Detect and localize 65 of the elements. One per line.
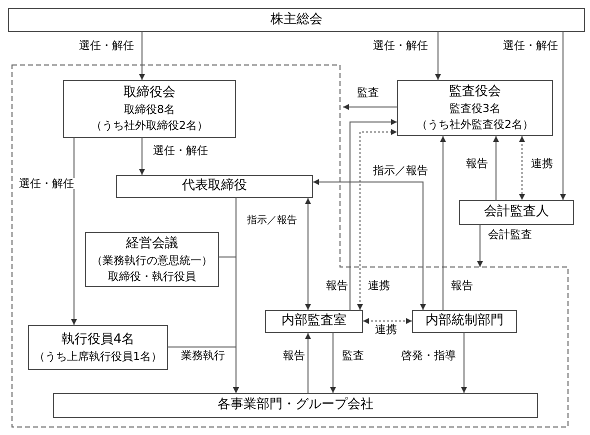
arrow (440, 136, 446, 310)
dotted-arrow (357, 129, 398, 310)
box-title: 監査役会 (449, 84, 501, 100)
edge-label: 指示／報告 (372, 165, 429, 176)
arrow (477, 224, 483, 268)
box-note: （うち上席執行役員1名） (34, 350, 162, 364)
org-box (265, 310, 363, 333)
arrow (139, 32, 145, 80)
arrow (71, 138, 77, 326)
arrow (435, 32, 441, 80)
arrow (350, 119, 398, 310)
edge-label: 指示／報告 (246, 216, 298, 226)
org-box (53, 393, 538, 418)
edge-label: 連携 (374, 324, 398, 335)
org-box (412, 310, 517, 333)
box-title: 会計監査人 (484, 204, 549, 221)
arrow (493, 136, 499, 200)
org-box (116, 175, 313, 198)
edge-label: 選任・解任 (372, 40, 429, 51)
edge-label: 報告 (465, 158, 489, 169)
arrow (305, 198, 311, 310)
box-title: 内部統制部門 (426, 313, 504, 330)
box-note: （うち社外監査役2名） (416, 118, 534, 132)
edge-label: 報告 (282, 350, 306, 361)
arrow (305, 332, 311, 394)
dotted-arrow (519, 136, 525, 200)
edge-label: 連携 (367, 280, 391, 291)
arrow (560, 32, 566, 200)
org-box (28, 325, 168, 370)
arrow (168, 346, 239, 394)
arrow (330, 332, 336, 394)
box-note: （うち社外取締役2名） (91, 119, 208, 133)
org-box (397, 80, 553, 136)
edge-label: 監査 (356, 87, 380, 98)
org-box (63, 80, 236, 138)
edge-label: 選任・解任 (18, 178, 75, 189)
edge-label: 選任・解任 (152, 145, 209, 156)
edge-label: 業務執行 (180, 350, 226, 361)
dotted-arrow (362, 318, 412, 324)
box-title: 各事業部門・グループ会社 (218, 397, 374, 414)
edge-label: 連携 (530, 158, 554, 169)
org-box (85, 232, 219, 287)
edge-label: 会計監査 (487, 229, 533, 240)
edge-label: 選任・解任 (78, 40, 135, 51)
box-title: 執行役員4名 (61, 332, 135, 348)
edge-label: 啓発・指導 (400, 350, 457, 361)
box-title: 代表取締役 (182, 178, 247, 195)
edge-label: 報告 (450, 280, 474, 291)
box-title: 内部監査室 (282, 313, 346, 330)
edge-label: 選任・解任 (502, 40, 559, 51)
arrow (139, 138, 145, 176)
box-note: 取締役・執行役員 (108, 270, 196, 284)
arrow (312, 179, 426, 310)
box-note: （業務執行の意思統一） (92, 254, 212, 268)
box-note: 監査役3名 (450, 102, 500, 116)
arrow (461, 332, 467, 394)
arrow (342, 104, 398, 110)
edge-label: 報告 (325, 280, 349, 291)
box-title: 株主総会 (270, 12, 322, 28)
org-box (8, 8, 585, 32)
edge-label: 監査 (341, 350, 365, 361)
box-title: 経営会議 (126, 236, 178, 252)
box-note: 取締役8名 (124, 103, 175, 118)
org-box (459, 200, 574, 225)
box-title: 取締役会 (124, 85, 176, 102)
